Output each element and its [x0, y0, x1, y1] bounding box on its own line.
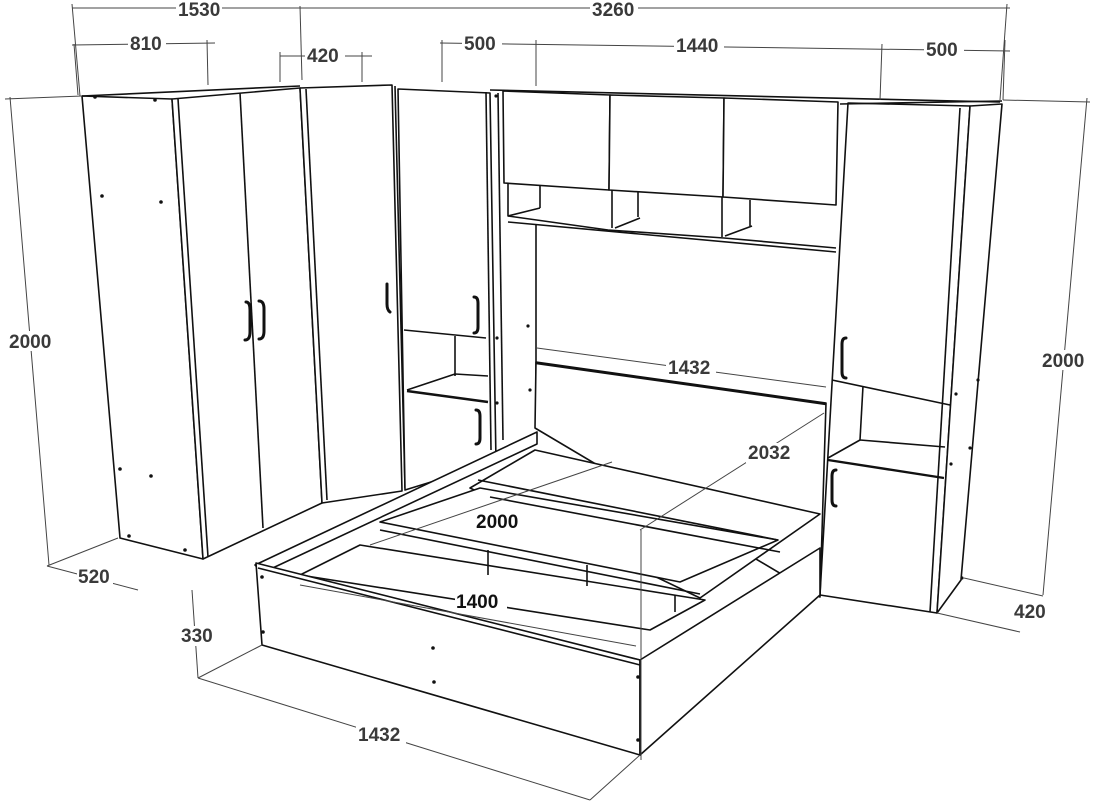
dimension-labels: 1530 3260 810 420 500 1440 500 2000 520 … [8, 0, 1092, 746]
door-handle-icon [472, 295, 480, 335]
bridge-top-edge [489, 89, 1001, 103]
door-handle-icon [257, 299, 266, 341]
right-tall-cabinet [819, 100, 1003, 614]
door-handle-icon [243, 300, 252, 342]
dim-bed-height: 330 [181, 626, 213, 647]
bridge-door-2 [608, 94, 725, 198]
door-handle-icon [840, 336, 848, 380]
bed-slat-panel [299, 544, 706, 631]
door-handle-icon [474, 408, 482, 446]
dim-top-overall-right: 3260 [592, 0, 634, 21]
dim-left-tall-width: 500 [464, 34, 496, 55]
corner-front [299, 84, 403, 504]
dim-headboard-width: 1432 [668, 358, 710, 379]
dim-bed-length-outer: 2032 [748, 443, 790, 464]
open-shelf [406, 373, 489, 391]
wardrobe-top-edge [81, 85, 301, 97]
lower-door-top [406, 389, 489, 404]
bridge-open-shelf [507, 183, 837, 249]
bed-side-rail-right [639, 547, 821, 756]
lower-door-top [827, 458, 945, 480]
dim-left-height: 2000 [9, 332, 51, 353]
dim-left-depth: 520 [78, 567, 110, 588]
bridge-door-3 [722, 97, 839, 206]
right-tall-side [936, 103, 1003, 614]
corner-edge [305, 88, 328, 501]
door-bottom-edge [403, 329, 487, 339]
dim-mattress-width: 1400 [456, 592, 498, 613]
overhead-bridge-cabinets [489, 89, 1001, 428]
dim-wardrobe-width: 810 [130, 34, 162, 55]
door-bottom-edge [831, 379, 951, 406]
dim-right-height: 2000 [1042, 351, 1084, 372]
wardrobe-front-edge [177, 98, 209, 558]
corner-wardrobe [299, 84, 406, 504]
bridge-side-edge [497, 92, 504, 441]
door-handle-icon [385, 282, 392, 314]
open-shelf [827, 439, 946, 459]
dim-bridge-width: 1440 [676, 36, 718, 57]
left-tall-side-edge [485, 91, 492, 451]
dim-right-depth: 420 [1014, 602, 1046, 623]
dim-corner-width: 420 [307, 46, 339, 67]
dim-bed-front-width: 1432 [358, 725, 400, 746]
dim-top-overall-left: 1530 [178, 0, 220, 21]
door-handle-icon [830, 468, 838, 508]
double-bed [254, 361, 827, 756]
dim-mattress-length: 2000 [476, 512, 518, 533]
dim-right-tall-width: 500 [926, 40, 958, 61]
two-door-wardrobe [81, 85, 323, 560]
bridge-door-1 [502, 90, 611, 191]
